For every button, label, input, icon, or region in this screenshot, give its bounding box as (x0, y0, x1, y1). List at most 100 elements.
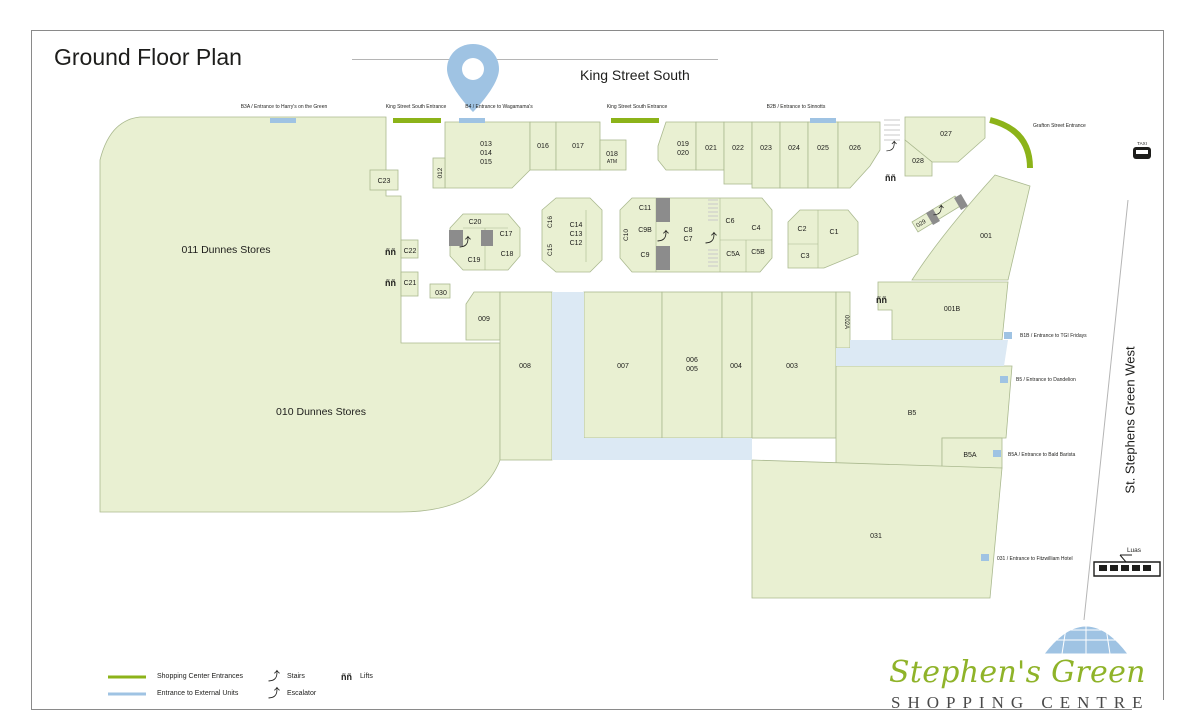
entrance-label-king-2: King Street South Entrance (607, 104, 668, 110)
luas-tram-icon (1093, 554, 1161, 577)
legend-lift-icon: ññ (341, 672, 352, 682)
unit-label-020: 020 (677, 150, 689, 157)
logo-subtitle: Shopping Centre (891, 693, 1150, 712)
unit-label-c6: C6 (726, 218, 735, 225)
entrance-label-b5a: B5A / Entrance to Bald Barista (1008, 452, 1075, 458)
unit-003[interactable] (751, 291, 837, 439)
unit-007[interactable] (583, 291, 663, 439)
street-name-north: King Street South (580, 67, 690, 83)
entrance-b5a[interactable] (993, 450, 1001, 457)
unit-label-028: 028 (912, 158, 924, 165)
unit-c21[interactable] (400, 271, 419, 297)
frame-gap (1132, 700, 1172, 714)
unit-label-019: 019 (677, 141, 689, 148)
unit-label-c8: C8 (684, 227, 693, 234)
unit-label-c9b: C9B (638, 227, 652, 234)
unit-label-c4: C4 (752, 225, 761, 232)
unit-label-c3: C3 (801, 253, 810, 260)
unit-label-017: 017 (572, 143, 584, 150)
unit-label-015: 015 (480, 159, 492, 166)
unit-c23[interactable] (369, 169, 399, 191)
unit-004[interactable] (721, 291, 753, 439)
entrance-b3a[interactable] (270, 118, 296, 123)
escalator-block (656, 198, 670, 222)
unit-021[interactable] (695, 121, 725, 171)
legend-external-entrances-label: Entrance to External Units (157, 690, 239, 697)
entrance-b4[interactable] (459, 118, 485, 123)
entrance-king-street-south-1[interactable] (393, 118, 441, 123)
unit-label-c2: C2 (798, 226, 807, 233)
unit-022[interactable] (723, 121, 753, 185)
unit-label-010: 010 Dunnes Stores (276, 406, 366, 418)
unit-001[interactable] (911, 174, 1031, 281)
legend-lifts-label: Lifts (360, 673, 373, 680)
unit-030[interactable] (429, 283, 451, 299)
entrance-label-king-1: King Street South Entrance (386, 104, 447, 110)
unit-009[interactable] (465, 291, 501, 341)
legend-stairs-icon: ⤴ (268, 668, 280, 683)
legend-escalator: Escalator (287, 690, 316, 697)
unit-kiosk-c12-c16[interactable] (541, 197, 603, 273)
unit-006-005[interactable] (661, 291, 723, 439)
unit-label-005: 005 (686, 366, 698, 373)
plaza-east (836, 340, 1008, 366)
unit-label-030: 030 (435, 290, 447, 297)
unit-label-c14: C14 (570, 222, 583, 229)
unit-008[interactable] (499, 291, 553, 461)
unit-label-c13: C13 (570, 231, 583, 238)
unit-018[interactable] (599, 139, 627, 171)
plaza-south (552, 292, 584, 460)
entrance-b5[interactable] (1000, 376, 1008, 383)
unit-026[interactable] (837, 121, 881, 189)
luas-label: Luas (1127, 547, 1142, 554)
unit-label-c20: C20 (469, 219, 482, 226)
escalator-block (449, 230, 463, 246)
unit-label-021: 021 (705, 145, 717, 152)
unit-label-011: 011 Dunnes Stores (181, 244, 270, 256)
escalator-icon: ⤴ (459, 234, 471, 249)
unit-031[interactable] (751, 459, 1003, 599)
entrance-king-street-south-2[interactable] (611, 118, 659, 123)
entrance-b1b[interactable] (1004, 332, 1012, 339)
unit-label-c17: C17 (500, 231, 513, 238)
unit-label-004: 004 (730, 363, 742, 370)
entrance-label-031: 031 / Entrance to Fitzwilliam Hotel (997, 556, 1073, 562)
taxi-label: TAXI (1137, 141, 1147, 146)
escalator-icon: ⤴ (657, 228, 669, 243)
unit-label-006: 006 (686, 357, 698, 364)
taxi-icon (1133, 147, 1151, 159)
unit-c22[interactable] (400, 239, 419, 259)
unit-label-022: 022 (732, 145, 744, 152)
entrance-label-b2b: B2B / Entrance to Sinnotts (767, 104, 826, 110)
unit-label-c23: C23 (378, 178, 391, 185)
unit-024[interactable] (779, 121, 809, 189)
unit-kiosk-c1-c3[interactable] (787, 209, 859, 269)
entrance-b2b[interactable] (810, 118, 836, 123)
unit-028[interactable] (904, 139, 933, 177)
entrance-label-b5: B5 / Entrance to Dandelion (1016, 377, 1076, 383)
unit-023[interactable] (751, 121, 781, 189)
legend-stairs: Stairs (287, 673, 305, 680)
unit-label-014: 014 (480, 150, 492, 157)
unit-label-023: 023 (760, 145, 772, 152)
lift-icon: ññ (385, 247, 396, 257)
unit-b5a[interactable] (941, 437, 1003, 469)
entrance-grafton-street[interactable] (989, 117, 1033, 169)
entrance-label-b1b: B1B / Entrance to TGI Fridays (1020, 333, 1087, 339)
unit-label-c18: C18 (501, 251, 514, 258)
legend-stairs-label: Stairs (287, 673, 305, 680)
unit-012[interactable] (432, 157, 446, 189)
escalator-block (926, 208, 940, 226)
plaza-south-lower (552, 438, 752, 460)
unit-label-002a: 002A (843, 315, 849, 329)
unit-017[interactable] (555, 121, 601, 171)
legend-external-entrances: Entrance to External Units (157, 690, 238, 697)
unit-label-008: 008 (519, 363, 531, 370)
entrance-031[interactable] (981, 554, 989, 561)
legend-shopping-entrances: Shopping Center Entrances (157, 673, 243, 680)
stairs-icon: ⤴ (886, 139, 897, 153)
unit-label-c19: C19 (468, 257, 481, 264)
unit-025[interactable] (807, 121, 839, 189)
